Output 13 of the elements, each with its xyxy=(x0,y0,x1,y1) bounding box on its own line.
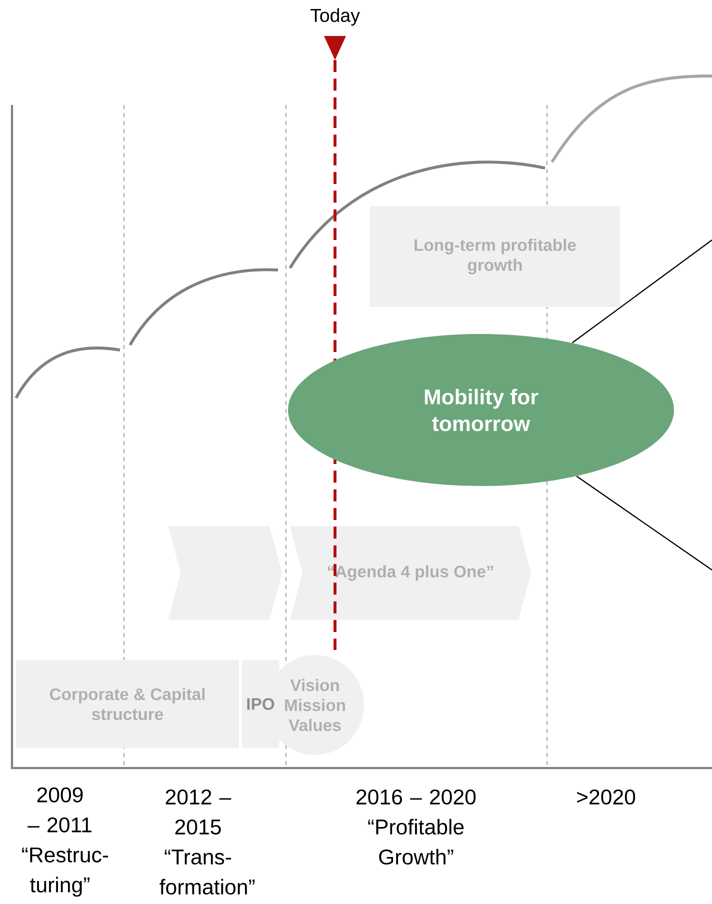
connector-line xyxy=(572,240,712,344)
text-box: Long-term profitable growth xyxy=(370,206,620,308)
today-label: Today xyxy=(310,8,360,26)
period-label: 2009 – 2011 “Restruc-turing” xyxy=(22,787,108,897)
chevron: “Agenda 4 plus One” xyxy=(290,526,532,620)
node-label: Vision Mission Values xyxy=(285,678,345,732)
period-label: 2016 – 2020 “Profitable Growth” xyxy=(356,789,476,865)
text-box: IPO xyxy=(242,660,280,748)
period-label: >2020 xyxy=(577,789,636,805)
text-box: Corporate & Capital structure xyxy=(16,660,239,748)
period-label: 2012 – 2015 “Trans-formation” xyxy=(160,789,255,895)
connector-line xyxy=(576,476,712,570)
oval: Mobility for tomorrow xyxy=(288,334,674,486)
